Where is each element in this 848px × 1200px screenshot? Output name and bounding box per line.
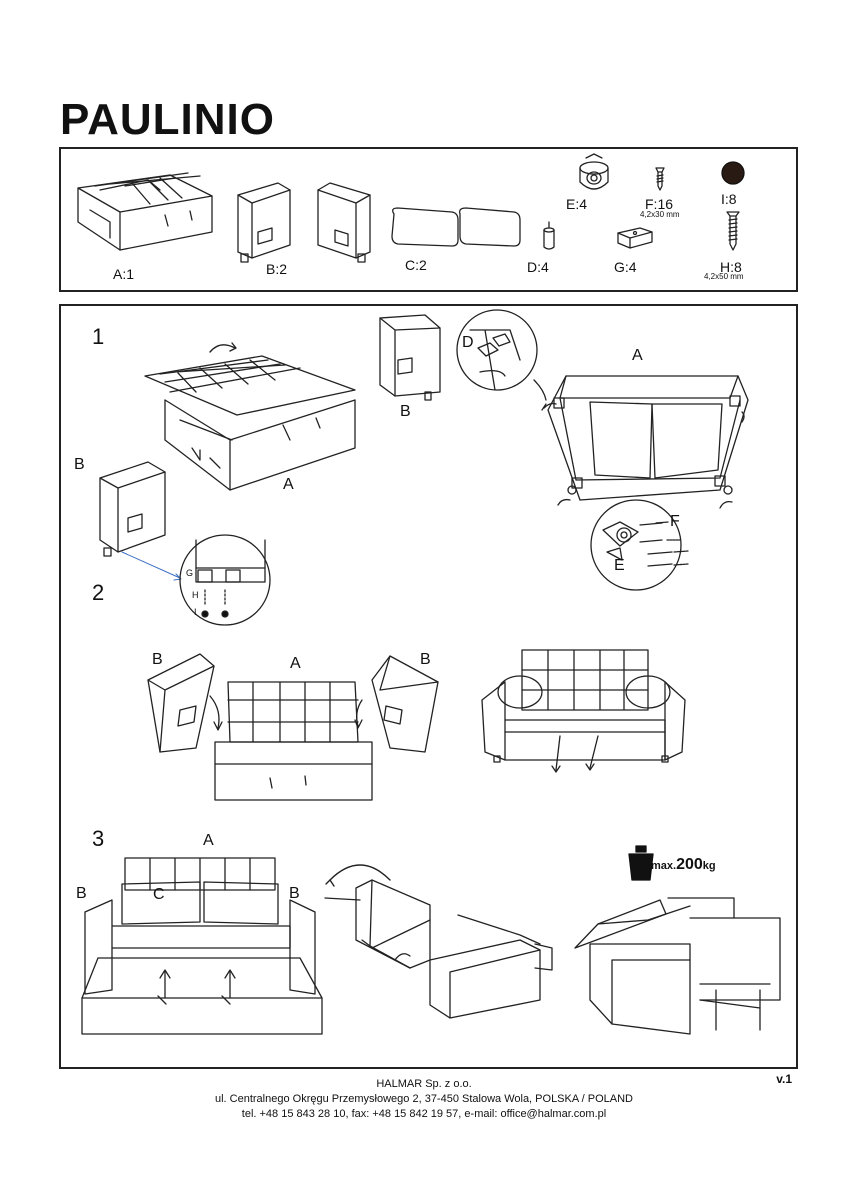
- step3-label-b-right: B: [289, 885, 300, 902]
- detail-ef-magnifier: [590, 499, 689, 591]
- step1-label-i: I: [194, 607, 197, 617]
- part-h-size: 4,2x50 mm: [704, 272, 744, 281]
- part-f-label: F:16: [645, 196, 674, 212]
- step1-label-a-flipped: A: [632, 347, 643, 364]
- part-g-label: G:4: [614, 259, 637, 275]
- version-label: v.1: [776, 1072, 792, 1086]
- step2-assembled-sofa-illustration: [481, 649, 686, 773]
- step1-sofa-flipped-illustration: [541, 375, 749, 509]
- weight-icon: [628, 845, 654, 881]
- step1-armrest-top-illustration: [379, 314, 441, 401]
- step3-label-c: C: [153, 886, 165, 903]
- step-1-number: 1: [92, 324, 105, 349]
- step3-backrest-fold-illustration: [324, 864, 553, 1019]
- max-load-label: max.200kg: [651, 856, 716, 873]
- step3-open-sofa-illustration: [81, 857, 323, 1035]
- part-b-armrest-left-illustration: [237, 182, 291, 263]
- footer-address: ul. Centralnego Okręgu Przemysłowego 2, …: [214, 1093, 633, 1105]
- part-a-sofa-seat-illustration: [77, 172, 213, 251]
- step3-label-a: A: [203, 832, 214, 849]
- part-i-label: I:8: [721, 191, 737, 207]
- step1-label-b-top: B: [400, 403, 411, 420]
- part-h-label: H:8: [720, 259, 742, 275]
- part-a-label: A:1: [113, 266, 135, 282]
- step-2-number: 2: [92, 580, 105, 605]
- step1-label-e: E: [614, 557, 625, 574]
- step3-label-b-left: B: [76, 885, 87, 902]
- part-f-screw-illustration: [655, 167, 665, 191]
- part-i-cap-illustration: [721, 161, 745, 185]
- detail-d-magnifier: [456, 309, 547, 401]
- step1-label-d: D: [462, 334, 474, 351]
- step1-label-g: G: [186, 568, 194, 578]
- detail-ghi-magnifier: [179, 534, 271, 626]
- step1-label-a: A: [283, 476, 294, 493]
- part-c-cushions-illustration: [391, 207, 521, 247]
- step2-label-a: A: [290, 655, 301, 672]
- assembly-steps-panel: [59, 304, 798, 1069]
- part-d-label: D:4: [527, 259, 549, 275]
- step3-bed-extended-illustration: [574, 897, 781, 1035]
- step1-sofa-seat-illustration: [144, 342, 356, 491]
- footer-company: HALMAR Sp. z o.o.: [376, 1078, 472, 1090]
- part-b-label: B:2: [266, 261, 288, 277]
- part-c-label: C:2: [405, 257, 427, 273]
- part-e-label: E:4: [566, 196, 588, 212]
- part-h-long-screw-illustration: [726, 211, 740, 251]
- step2-label-b-left: B: [152, 651, 163, 668]
- step1-label-b-left: B: [74, 456, 85, 473]
- part-b-armrest-right-illustration: [317, 182, 371, 263]
- leader-line: [121, 551, 181, 579]
- parts-list-panel: [59, 147, 798, 292]
- step1-armrest-left-illustration: [99, 461, 166, 557]
- step1-label-f: F: [670, 513, 680, 530]
- page-title: PAULINIO: [60, 95, 275, 144]
- step1-label-h: H: [192, 590, 199, 600]
- footer-contact: tel. +48 15 843 28 10, fax: +48 15 842 1…: [241, 1108, 607, 1120]
- part-e-caster-illustration: [579, 153, 609, 190]
- part-d-foot-illustration: [543, 221, 555, 250]
- step-3-number: 3: [92, 826, 105, 851]
- part-g-block-illustration: [617, 227, 653, 249]
- part-f-size: 4,2x30 mm: [640, 210, 680, 219]
- step2-assembly-illustration: [147, 653, 439, 801]
- step2-label-b-right: B: [420, 651, 431, 668]
